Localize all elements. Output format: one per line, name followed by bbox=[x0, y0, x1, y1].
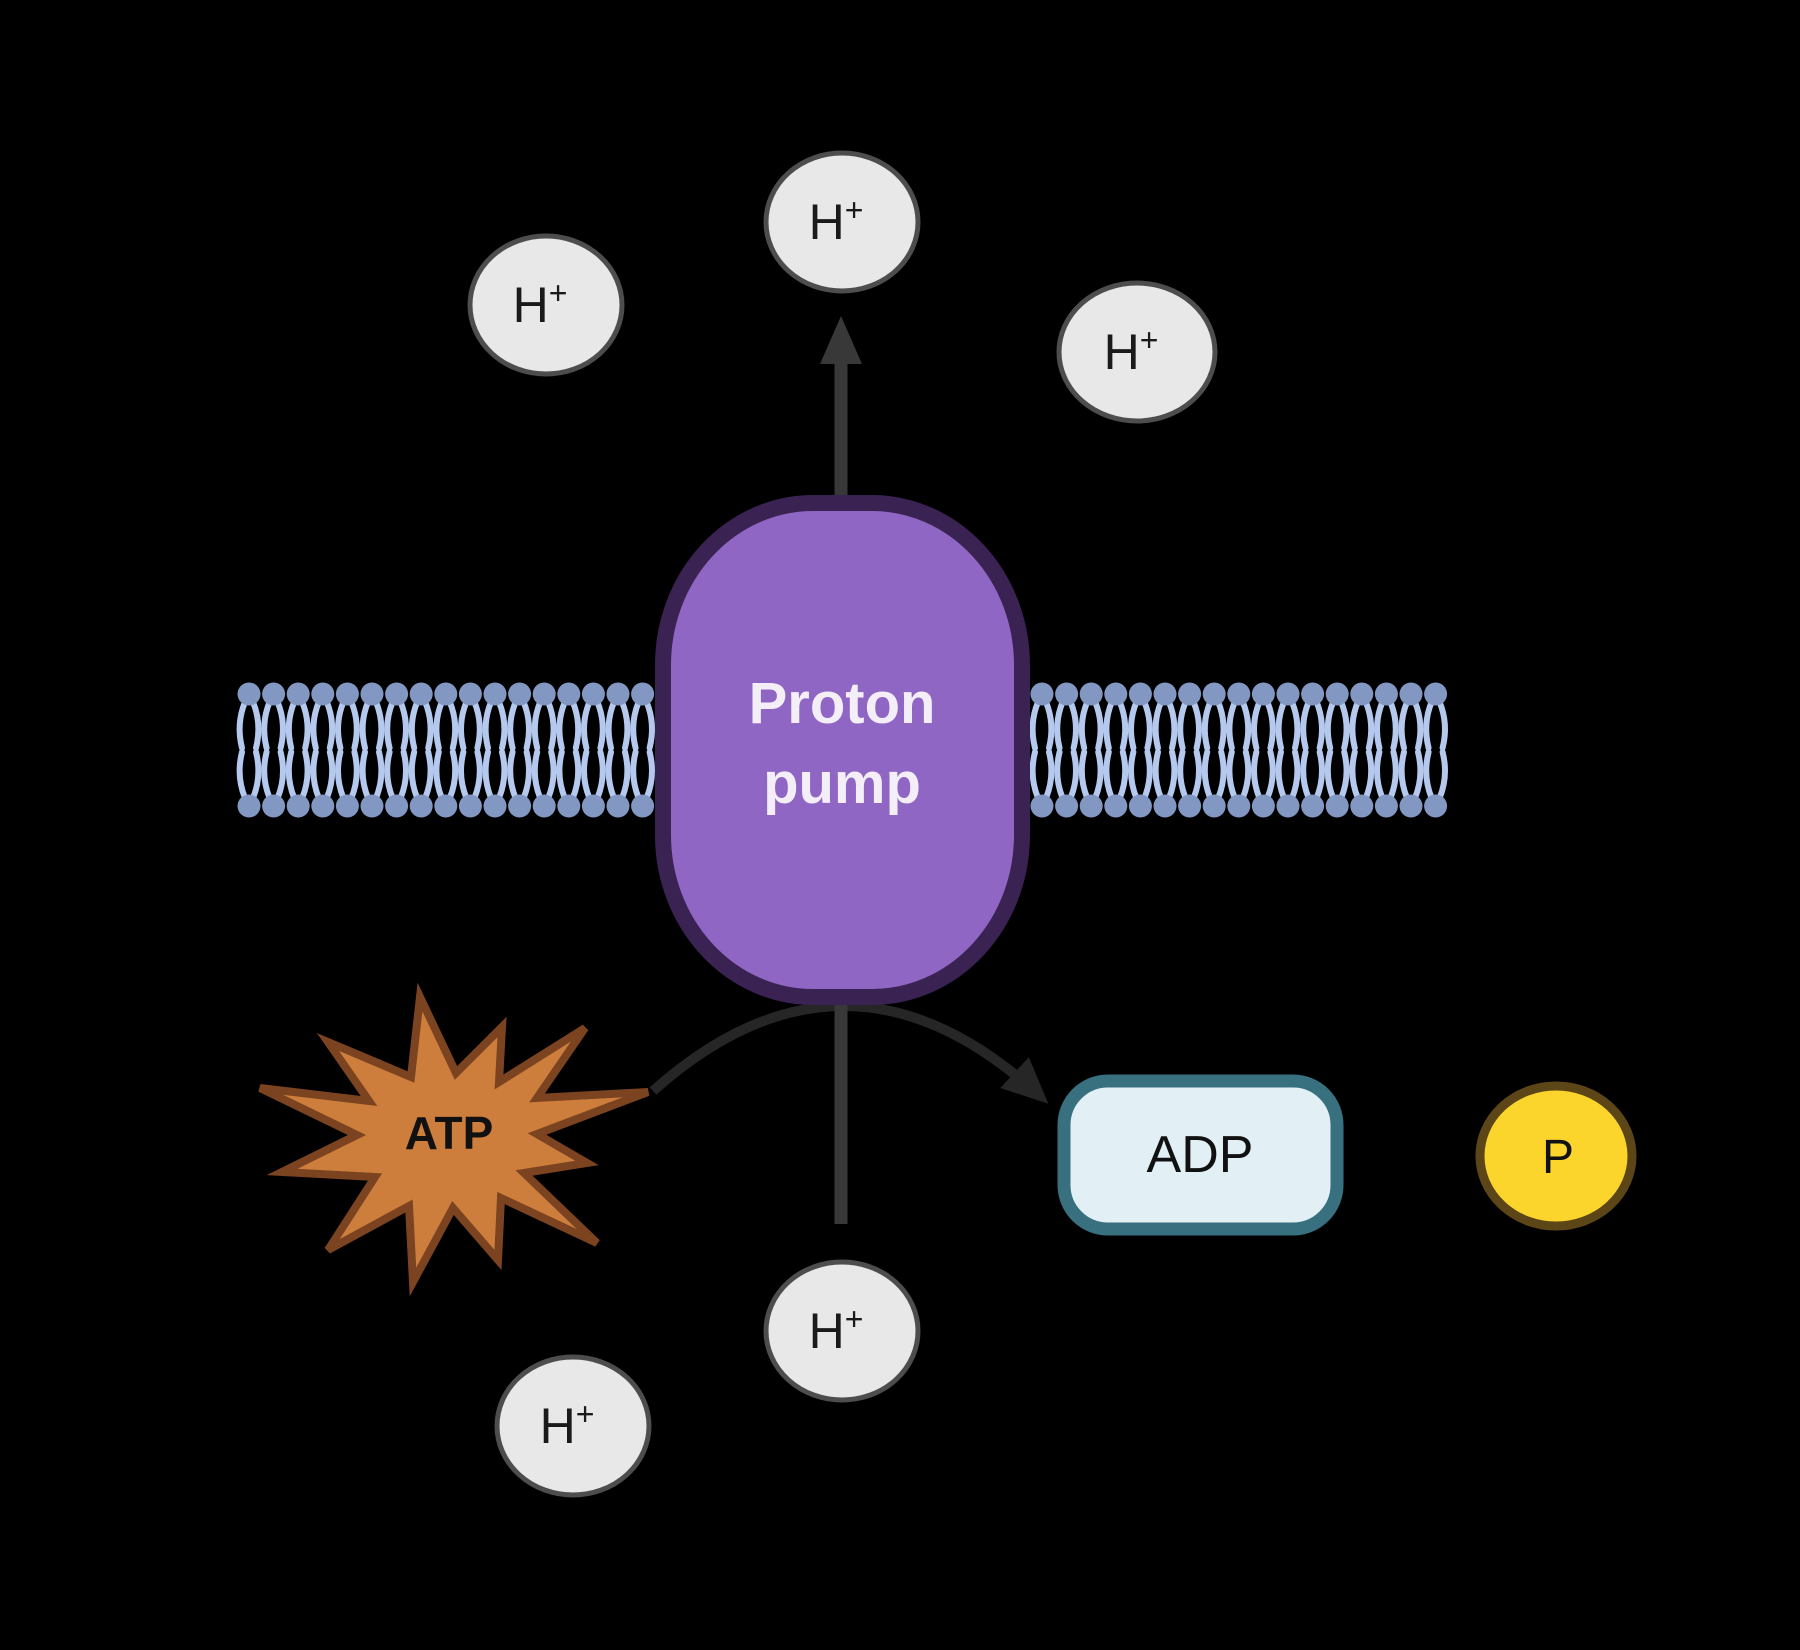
lipid-unit bbox=[631, 752, 654, 818]
lipid-unit bbox=[287, 752, 310, 818]
lipid-unit bbox=[484, 683, 507, 749]
lipid-unit bbox=[1424, 683, 1447, 749]
lipid-unit bbox=[1104, 752, 1127, 818]
hydrogen-ion-top-center: H+ bbox=[763, 150, 921, 294]
lipid-unit bbox=[1350, 683, 1373, 749]
lipid-unit bbox=[410, 752, 433, 818]
lipid-unit bbox=[1326, 752, 1349, 818]
lipid-unit bbox=[631, 683, 654, 749]
ion-label: H+ bbox=[809, 192, 864, 250]
lipid-unit bbox=[238, 683, 261, 749]
lipid-unit bbox=[1055, 683, 1078, 749]
proton-pump-label-line2: pump bbox=[763, 751, 921, 816]
proton-pump-body bbox=[655, 495, 1030, 1005]
ion-circle bbox=[763, 150, 921, 294]
lipid-unit bbox=[459, 683, 482, 749]
lipid-unit bbox=[1178, 752, 1201, 818]
lipid-unit bbox=[1055, 752, 1078, 818]
lipid-unit bbox=[262, 752, 285, 818]
lipid-unit bbox=[311, 752, 334, 818]
lipid-unit bbox=[1301, 752, 1324, 818]
hydrogen-ion-bottom-center: H+ bbox=[763, 1259, 921, 1403]
lipid-unit bbox=[1104, 683, 1127, 749]
lipid-unit bbox=[1031, 752, 1054, 818]
ion-circle bbox=[467, 233, 625, 377]
ion-label: H+ bbox=[1104, 322, 1159, 380]
lipid-unit bbox=[508, 752, 531, 818]
lipid-unit bbox=[385, 752, 408, 818]
hydrogen-ion-bottom-left: H+ bbox=[494, 1354, 652, 1498]
phosphate-circle bbox=[1475, 1081, 1637, 1231]
lipid-unit bbox=[1203, 752, 1226, 818]
ion-circle bbox=[1056, 280, 1218, 424]
atp-starburst-icon bbox=[258, 982, 650, 1297]
transport-arrow-head-icon bbox=[820, 316, 862, 364]
ion-label: H+ bbox=[513, 275, 568, 333]
lipid-unit bbox=[1080, 683, 1103, 749]
ion-circle bbox=[763, 1259, 921, 1403]
lipid-unit bbox=[582, 752, 605, 818]
ion-circle bbox=[494, 1354, 652, 1498]
lipid-unit bbox=[508, 683, 531, 749]
lipid-unit bbox=[1350, 752, 1373, 818]
proton-pump-label-line1: Proton bbox=[749, 671, 936, 736]
lipid-unit bbox=[1178, 683, 1201, 749]
lipid-unit bbox=[1277, 752, 1300, 818]
hydrogen-ion-top-right: H+ bbox=[1056, 280, 1218, 424]
lipid-unit bbox=[361, 683, 384, 749]
lipid-unit bbox=[607, 683, 630, 749]
lipid-unit bbox=[1400, 683, 1423, 749]
adp-molecule: ADP bbox=[1057, 1074, 1344, 1236]
ion-label: H+ bbox=[540, 1396, 595, 1454]
hydrogen-ion-top-left: H+ bbox=[467, 233, 625, 377]
lipid-unit bbox=[1252, 752, 1275, 818]
lipid-unit bbox=[336, 683, 359, 749]
lipid-unit bbox=[336, 752, 359, 818]
lipid-unit bbox=[385, 683, 408, 749]
lipid-unit bbox=[1129, 683, 1152, 749]
lipid-unit bbox=[557, 752, 580, 818]
lipid-unit bbox=[1252, 683, 1275, 749]
lipid-unit bbox=[410, 683, 433, 749]
lipid-unit bbox=[434, 752, 457, 818]
lipid-unit bbox=[262, 683, 285, 749]
lipid-unit bbox=[607, 752, 630, 818]
phosphate-label: P bbox=[1542, 1131, 1574, 1184]
phosphate-molecule: P bbox=[1475, 1081, 1637, 1231]
adp-box bbox=[1057, 1074, 1344, 1236]
lipid-unit bbox=[1277, 683, 1300, 749]
lipid-unit bbox=[582, 683, 605, 749]
lipid-unit bbox=[1301, 683, 1324, 749]
lipid-unit bbox=[1375, 752, 1398, 818]
lipid-unit bbox=[484, 752, 507, 818]
lipid-unit bbox=[1154, 683, 1177, 749]
lipid-unit bbox=[557, 683, 580, 749]
lipid-unit bbox=[361, 752, 384, 818]
lipid-unit bbox=[459, 752, 482, 818]
lipid-unit bbox=[287, 683, 310, 749]
proton-pump: Proton pump bbox=[655, 495, 1030, 1005]
adp-label: ADP bbox=[1147, 1126, 1254, 1184]
lipid-unit bbox=[1154, 752, 1177, 818]
lipid-unit bbox=[533, 752, 556, 818]
atp-molecule: ATP bbox=[258, 982, 650, 1297]
lipid-unit bbox=[1227, 752, 1250, 818]
lipid-unit bbox=[1203, 683, 1226, 749]
lipid-unit bbox=[1375, 683, 1398, 749]
lipid-unit bbox=[1129, 752, 1152, 818]
lipid-unit bbox=[434, 683, 457, 749]
lipid-unit bbox=[533, 683, 556, 749]
lipid-unit bbox=[1424, 752, 1447, 818]
ion-label: H+ bbox=[809, 1301, 864, 1359]
atp-label: ATP bbox=[405, 1107, 494, 1159]
lipid-unit bbox=[1326, 683, 1349, 749]
lipid-unit bbox=[238, 752, 261, 818]
lipid-unit bbox=[1031, 683, 1054, 749]
lipid-unit bbox=[311, 683, 334, 749]
lipid-unit bbox=[1400, 752, 1423, 818]
lipid-unit bbox=[1227, 683, 1250, 749]
lipid-unit bbox=[1080, 752, 1103, 818]
